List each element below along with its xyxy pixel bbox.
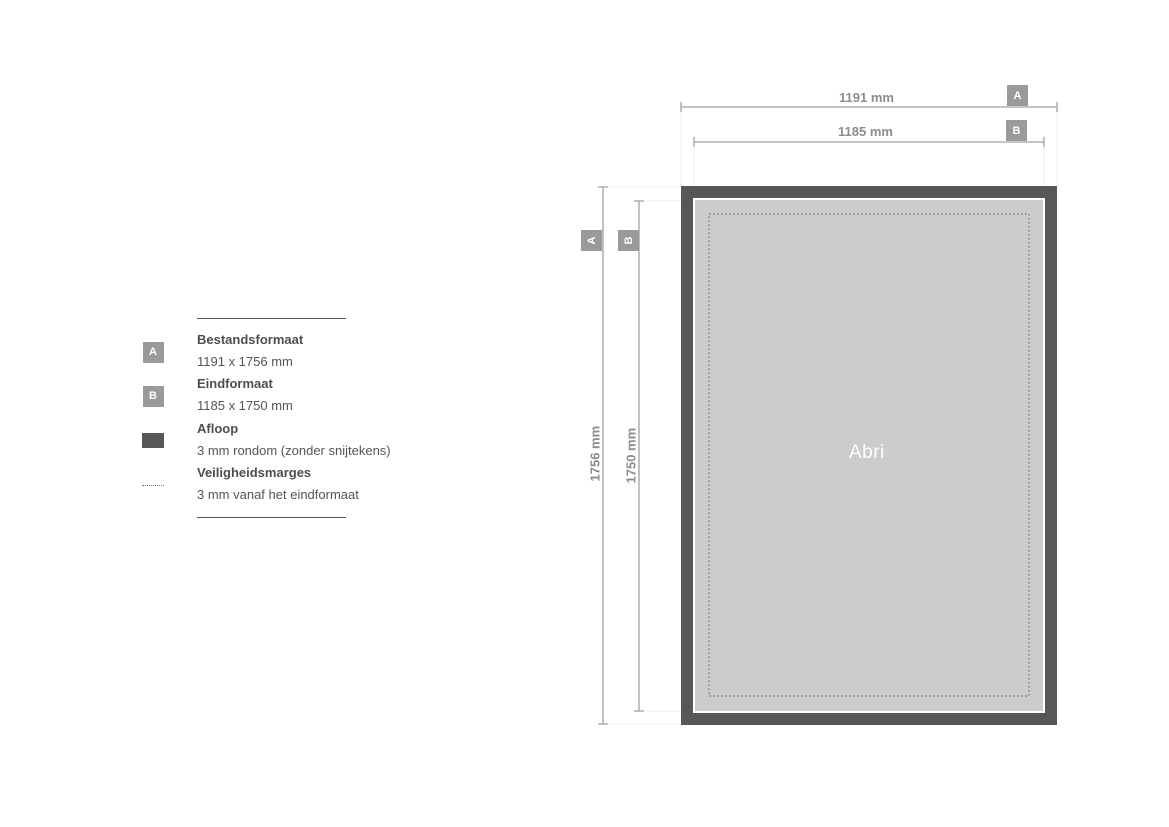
legend-bottom-rule [197,517,346,518]
width-b-label: 1185 mm [838,124,893,139]
height-b-label: 1750 mm [623,427,639,484]
legend-key-b: B [142,385,164,407]
dotted-line-swatch [142,484,164,486]
badge-b: B [142,385,164,407]
height-b-badge: B [618,230,639,251]
badge-a: A [142,341,164,363]
legend-top-rule [197,318,346,319]
height-dimension-a [598,186,608,725]
poster-label: Abri [849,442,885,463]
legend-title: Eindformaat [197,376,273,391]
legend-title: Bestandsformaat [197,332,304,347]
bleed-swatch [142,432,164,448]
legend-key-a: A [142,341,164,363]
legend-title: Afloop [197,421,239,436]
legend-desc: 1185 x 1750 mm [197,398,293,413]
height-a-badge: A [581,230,602,251]
legend-item-file-format: A Bestandsformaat 1191 x 1756 mm [142,332,462,377]
legend-item-bleed: Afloop 3 mm rondom (zonder snijtekens) [142,421,462,466]
width-b-badge: B [1006,120,1027,141]
width-dimension-b [693,137,1045,147]
safety-margin [708,213,1030,697]
width-a-badge: A [1007,85,1028,106]
height-dimension-b [634,200,644,712]
legend-item-final-format: B Eindformaat 1185 x 1750 mm [142,376,462,421]
height-a-label: 1756 mm [587,425,603,482]
legend-desc: 3 mm rondom (zonder snijtekens) [197,443,391,458]
trim-area [693,198,1045,713]
width-a-label: 1191 mm [839,90,894,105]
legend-key-safety [142,474,164,496]
legend-title: Veiligheidsmarges [197,465,312,480]
legend-key-bleed [142,429,164,451]
legend-desc: 3 mm vanaf het eindformaat [197,487,359,502]
legend-desc: 1191 x 1756 mm [197,354,293,369]
width-dimension-a [680,102,1058,112]
legend-item-safety-margin: Veiligheidsmarges 3 mm vanaf het eindfor… [142,465,462,510]
